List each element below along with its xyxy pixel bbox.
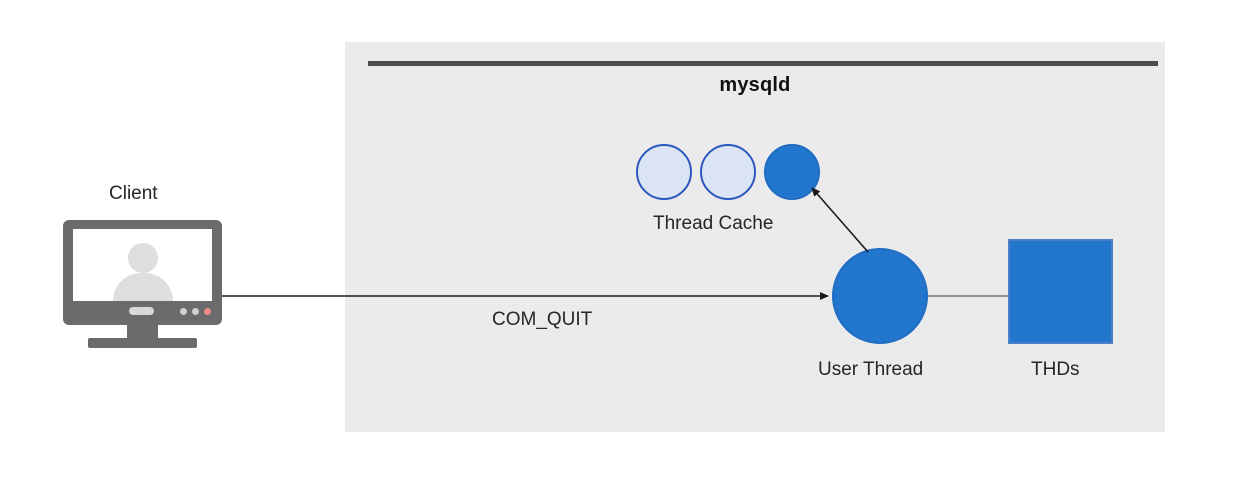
com-quit-label: COM_QUIT	[492, 309, 593, 330]
cache-slot-empty-2	[700, 144, 756, 200]
monitor-stand-base	[88, 338, 197, 348]
client-label: Client	[109, 183, 158, 204]
thread-cache-label: Thread Cache	[653, 213, 774, 234]
mysqld-panel-rule	[368, 61, 1158, 66]
monitor-stand-neck	[127, 325, 158, 341]
thds-label: THDs	[1031, 359, 1080, 380]
mysqld-panel	[345, 42, 1165, 432]
monitor-screen	[73, 229, 212, 301]
user-thread-node	[832, 248, 928, 344]
user-body-icon	[113, 273, 173, 301]
cache-slot-filled-1	[764, 144, 820, 200]
user-head-icon	[128, 243, 158, 273]
monitor-status-dot-3	[204, 308, 211, 315]
user-thread-label: User Thread	[818, 359, 924, 380]
mysqld-title: mysqld	[719, 74, 791, 96]
monitor-notch	[129, 307, 154, 315]
monitor-status-dot-2	[192, 308, 199, 315]
monitor-status-dot-1	[180, 308, 187, 315]
cache-slot-empty-1	[636, 144, 692, 200]
client-monitor-icon	[63, 220, 222, 348]
thds-node	[1008, 239, 1113, 344]
